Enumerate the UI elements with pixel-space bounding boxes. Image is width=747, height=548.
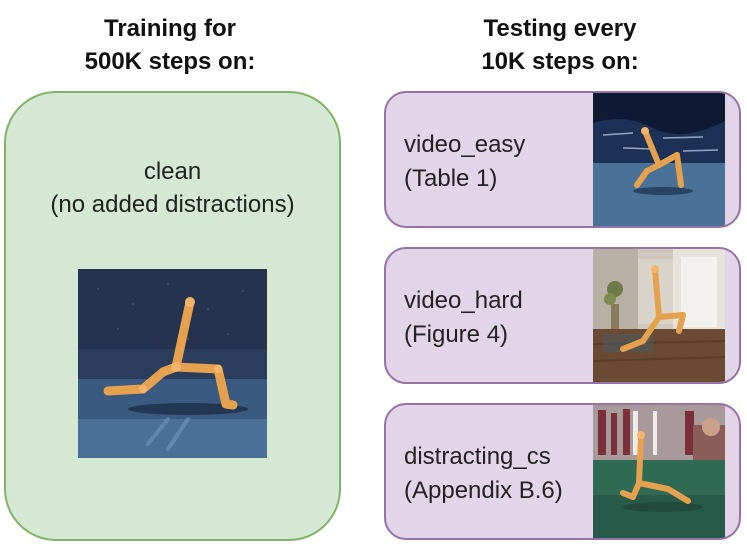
distracting-cs-walker-image	[593, 405, 725, 538]
training-env-note: (no added distractions)	[50, 191, 295, 218]
training-heading-line1: Training for	[104, 15, 236, 42]
test-panel-video-easy: video_easy (Table 1)	[384, 91, 741, 228]
training-env-label: clean (no added distractions)	[6, 155, 339, 221]
test-label-distracting-cs: distracting_cs (Appendix B.6)	[404, 440, 563, 508]
test-env-ref: (Figure 4)	[404, 321, 509, 348]
video-easy-walker-image	[593, 93, 725, 226]
training-env-name: clean	[143, 158, 202, 185]
clean-walker-image	[78, 269, 267, 458]
test-env-ref: (Appendix B.6)	[404, 477, 563, 504]
test-env-name: video_hard	[404, 287, 523, 314]
testing-heading: Testing every 10K steps on:	[430, 12, 690, 78]
test-env-name: video_easy	[404, 131, 526, 158]
training-heading: Training for 500K steps on:	[40, 12, 300, 78]
training-panel: clean (no added distractions)	[4, 91, 341, 541]
test-panel-video-hard: video_hard (Figure 4)	[384, 247, 741, 384]
test-env-name: distracting_cs	[404, 443, 551, 470]
training-heading-line2: 500K steps on:	[84, 48, 256, 75]
test-panel-distracting-cs: distracting_cs (Appendix B.6)	[384, 403, 741, 540]
testing-heading-line2: 10K steps on:	[481, 48, 639, 75]
testing-heading-line1: Testing every	[483, 15, 637, 42]
test-label-video-hard: video_hard (Figure 4)	[404, 284, 523, 352]
video-hard-walker-image	[593, 249, 725, 382]
test-label-video-easy: video_easy (Table 1)	[404, 128, 525, 196]
test-env-ref: (Table 1)	[404, 165, 498, 192]
